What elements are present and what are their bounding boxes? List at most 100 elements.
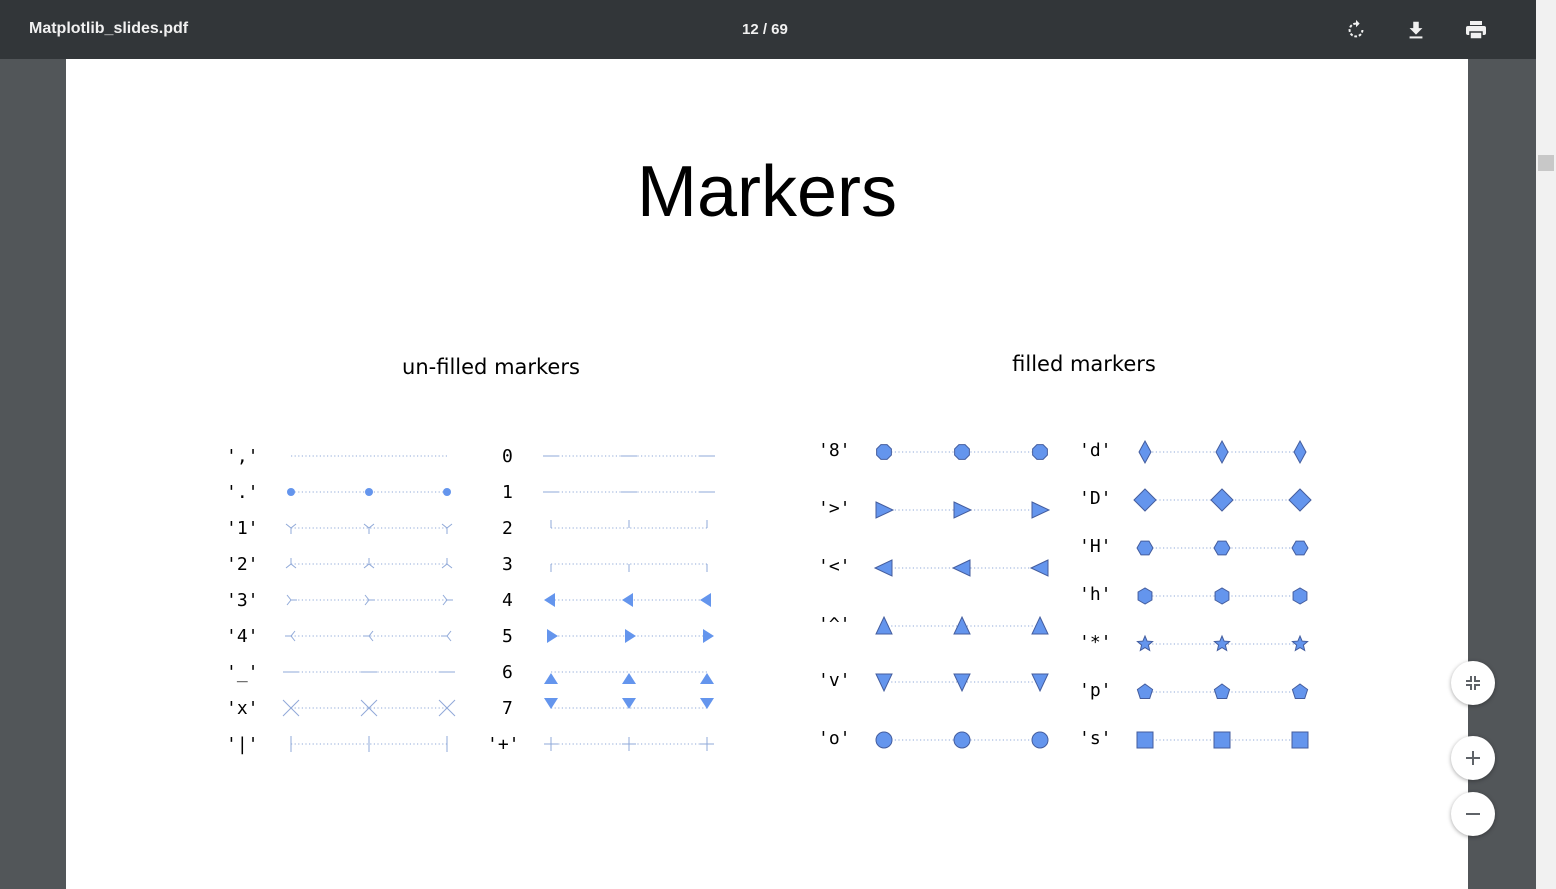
marker-symbol — [700, 673, 714, 684]
unfilled-markers-group: ','0'.'1'1'2'2'3'3'4'4'5'_'6'x'7'|''+' — [226, 446, 715, 755]
download-icon — [1409, 21, 1423, 39]
marker-symbol — [1214, 587, 1230, 605]
marker-label: 'o' — [818, 728, 851, 749]
marker-symbol — [622, 673, 636, 684]
filled-marker-row: 's' — [1079, 728, 1309, 749]
filled-heading: filled markers — [1012, 352, 1156, 376]
zoom-in-button[interactable] — [1451, 736, 1495, 780]
marker-symbol — [873, 559, 893, 577]
scrollbar-thumb[interactable] — [1538, 155, 1554, 171]
marker-symbol — [1029, 559, 1049, 577]
marker-symbol — [286, 599, 292, 606]
marker-symbol — [544, 698, 558, 709]
marker-symbol — [1213, 634, 1231, 652]
marker-label: 'v' — [818, 670, 851, 691]
marker-label: '8' — [818, 440, 851, 461]
marker-symbol — [1031, 673, 1049, 693]
marker-symbol — [368, 635, 374, 642]
marker-label: 'H' — [1079, 536, 1112, 557]
marker-label: 4 — [502, 590, 513, 611]
marker-symbol — [443, 488, 451, 496]
rotate-icon — [1348, 19, 1364, 38]
marker-symbol — [1137, 587, 1153, 605]
unfilled-marker-row: ',' — [226, 446, 447, 467]
marker-symbol — [700, 698, 714, 709]
marker-symbol — [290, 630, 296, 637]
marker-symbol — [1031, 731, 1049, 749]
marker-label: 'd' — [1079, 440, 1112, 461]
marker-symbol — [441, 523, 448, 529]
marker-symbol — [1291, 731, 1309, 749]
marker-symbol — [1138, 439, 1152, 465]
marker-symbol — [290, 635, 296, 642]
download-button[interactable] — [1400, 14, 1432, 46]
vertical-scrollbar[interactable] — [1536, 0, 1556, 889]
marker-symbol — [368, 563, 375, 569]
marker-symbol — [285, 523, 292, 529]
print-button[interactable] — [1460, 14, 1492, 46]
marker-label: 'D' — [1079, 488, 1112, 509]
marker-label: '1' — [226, 518, 259, 539]
unfilled-marker-row: 6 — [502, 662, 714, 684]
unfilled-marker-row: 4 — [502, 590, 711, 611]
marker-symbol — [875, 673, 893, 693]
unfilled-marker-row: '.' — [226, 482, 451, 503]
marker-symbol — [544, 593, 555, 607]
marker-symbol — [875, 615, 893, 635]
marker-symbol — [1032, 444, 1048, 460]
unfilled-marker-row: 2 — [502, 518, 708, 539]
marker-symbol — [1031, 501, 1051, 519]
marker-symbol — [438, 699, 456, 717]
marker-label: '*' — [1079, 632, 1112, 653]
filled-marker-row: 'v' — [818, 670, 1049, 693]
marker-symbol — [1213, 540, 1231, 556]
unfilled-marker-row: 5 — [502, 626, 714, 647]
filled-marker-row: '*' — [1079, 632, 1309, 653]
marker-symbol — [547, 629, 558, 643]
marker-symbol — [360, 699, 378, 717]
marker-symbol — [363, 563, 370, 569]
marker-symbol — [1133, 488, 1157, 512]
marker-symbol — [1293, 439, 1307, 465]
zoom-out-button[interactable] — [1451, 792, 1495, 836]
marker-symbol — [544, 673, 558, 684]
marker-symbol — [442, 594, 448, 601]
marker-symbol — [1210, 488, 1234, 512]
marker-label: '_' — [226, 662, 259, 683]
unfilled-marker-row: '+' — [487, 734, 714, 755]
marker-symbol — [700, 593, 711, 607]
marker-symbol — [1136, 540, 1154, 556]
marker-symbol — [875, 501, 895, 519]
unfilled-marker-row: 'x' — [226, 698, 456, 719]
marker-symbol — [953, 501, 973, 519]
marker-symbol — [446, 523, 453, 529]
marker-symbol — [290, 523, 297, 529]
marker-symbol — [442, 599, 448, 606]
unfilled-marker-row: '2' — [226, 554, 453, 575]
marker-label: '+' — [487, 734, 520, 755]
filled-marker-row: 'p' — [1079, 680, 1309, 701]
slide-title: Markers — [636, 152, 897, 232]
unfilled-marker-row: 7 — [502, 698, 714, 719]
marker-symbol — [1291, 540, 1309, 556]
fit-to-page-button[interactable] — [1451, 661, 1495, 705]
filled-marker-row: '8' — [818, 440, 1048, 461]
unfilled-marker-row: '|' — [226, 734, 448, 755]
marker-label: 'p' — [1079, 680, 1112, 701]
marker-symbol — [1213, 683, 1231, 699]
unfilled-marker-row: '1' — [226, 518, 453, 539]
marker-symbol — [876, 444, 892, 460]
marker-symbol — [446, 630, 452, 637]
filled-marker-row: 'D' — [1079, 488, 1312, 512]
marker-label: 1 — [502, 482, 513, 503]
marker-symbol — [285, 563, 292, 569]
rotate-button[interactable] — [1340, 14, 1372, 46]
marker-symbol — [1288, 488, 1312, 512]
marker-label: '>' — [818, 498, 851, 519]
zoom-in-icon — [1466, 751, 1480, 765]
marker-label: '2' — [226, 554, 259, 575]
marker-label: ',' — [226, 446, 259, 467]
marker-label: '|' — [226, 734, 259, 755]
marker-symbol — [1215, 439, 1229, 465]
pdf-viewer[interactable]: Markers un-filled markers filled markers… — [0, 59, 1536, 889]
